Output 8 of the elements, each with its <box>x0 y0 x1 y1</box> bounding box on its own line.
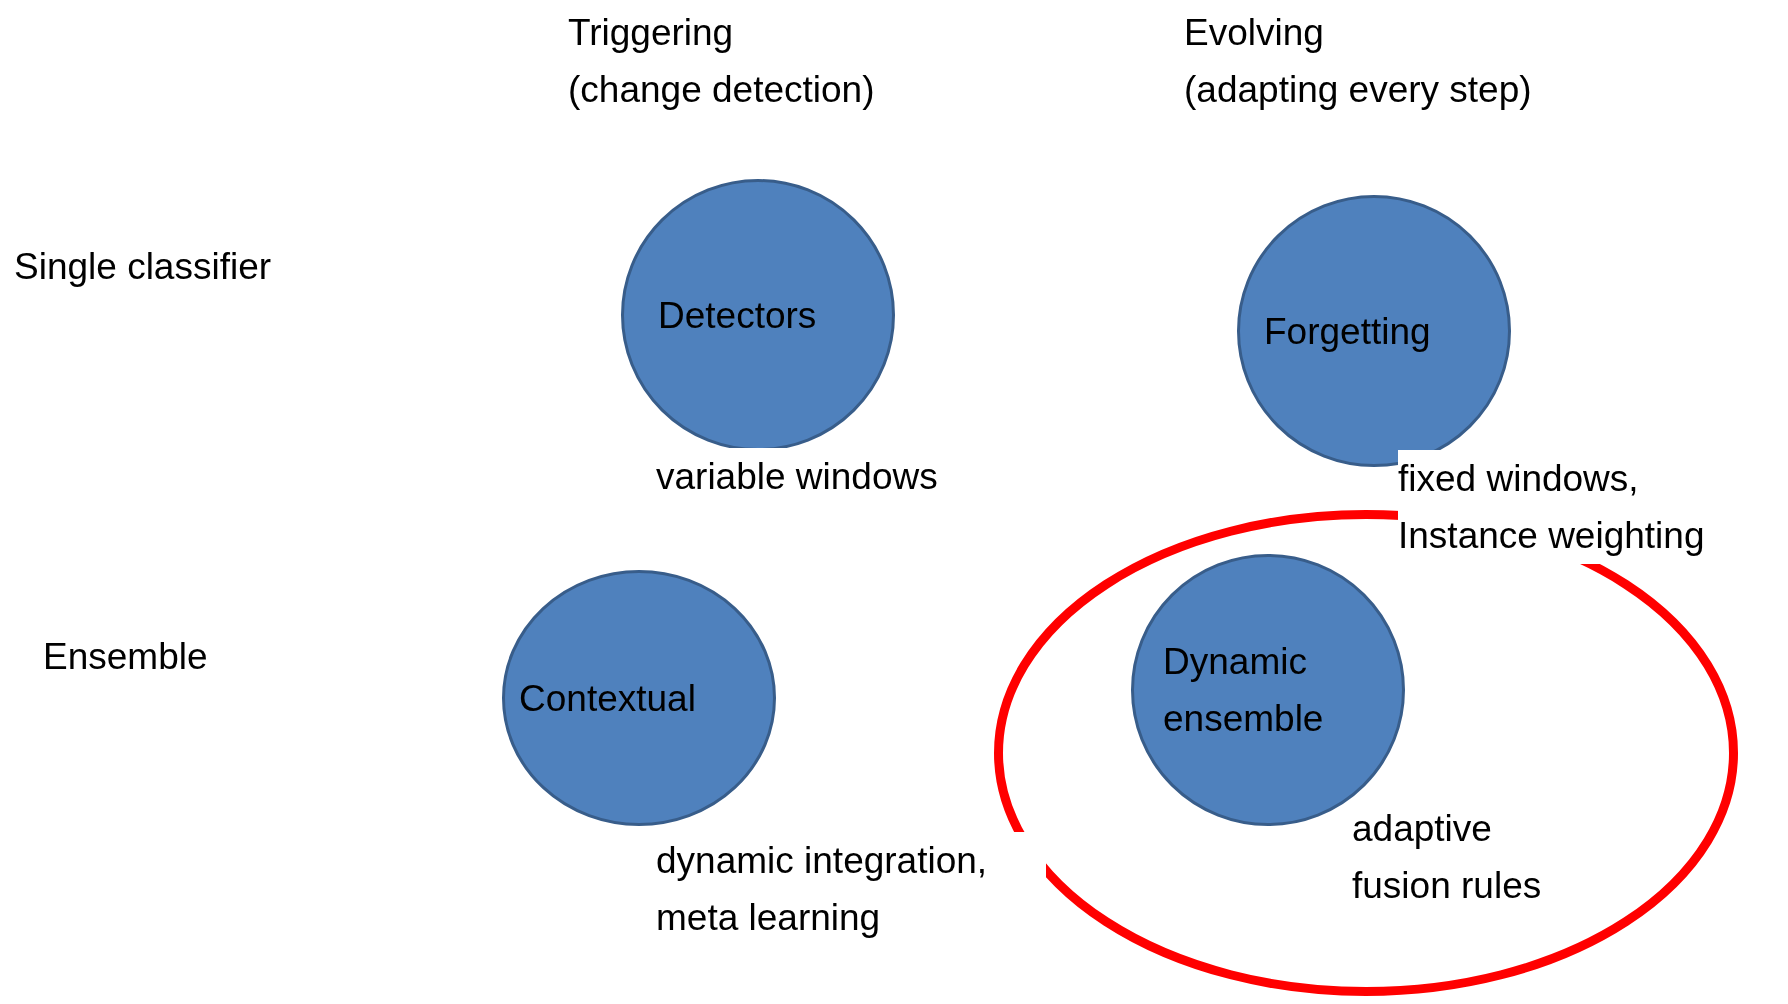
column-header: Triggering (change detection) <box>568 11 876 112</box>
row-header: Ensemble <box>43 635 209 679</box>
circle-label: Forgetting <box>1264 309 1432 354</box>
circle-label: Dynamic ensemble <box>1163 640 1325 741</box>
circle-label: Contextual <box>519 676 697 721</box>
column-header: Evolving (adapting every step) <box>1184 11 1533 112</box>
row-header: Single classifier <box>14 245 273 289</box>
circle-label: Detectors <box>658 293 818 338</box>
